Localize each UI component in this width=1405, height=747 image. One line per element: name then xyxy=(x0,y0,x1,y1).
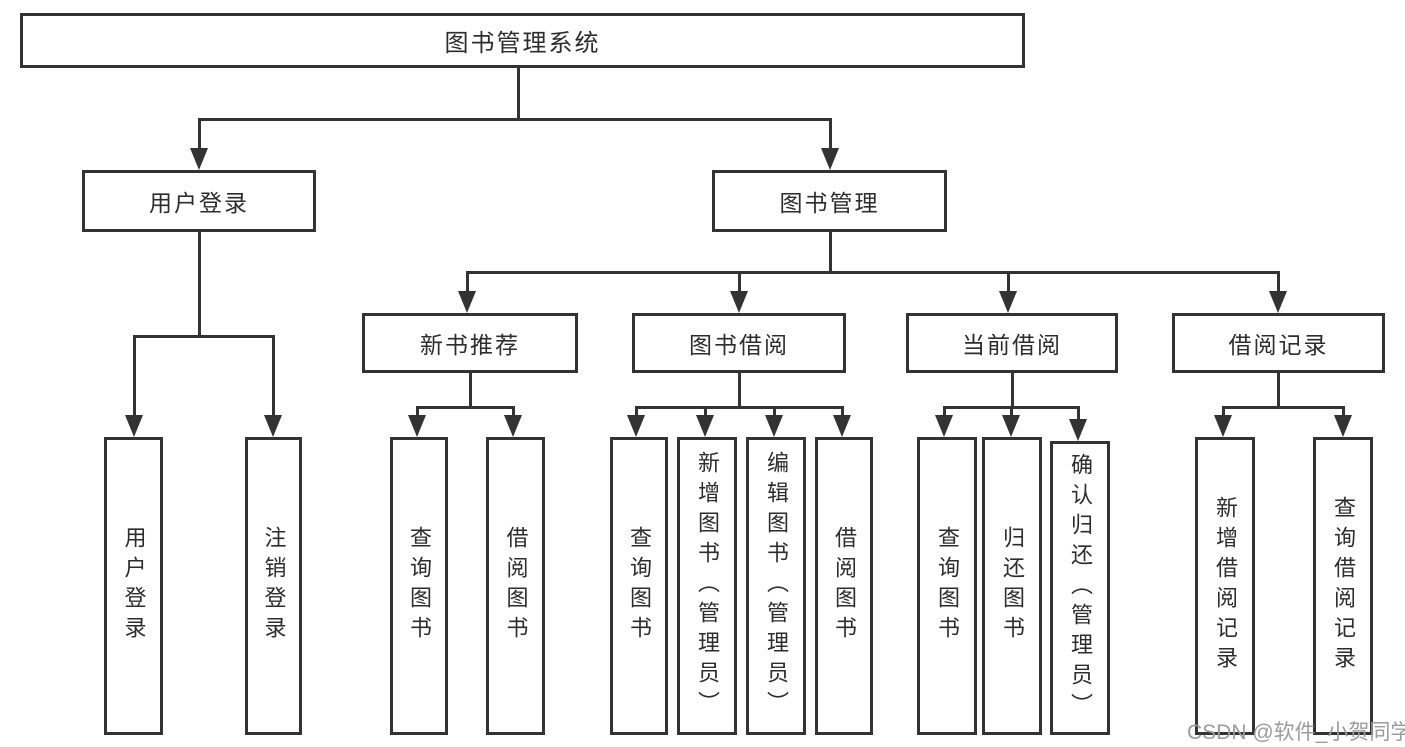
leaf-label: 用户登录 xyxy=(121,526,147,646)
leaf-label: 查询图书 xyxy=(627,526,652,646)
connector-vline xyxy=(1277,373,1280,409)
leaf-confirm-return-admin: 确认归还（管理员） xyxy=(1050,441,1110,735)
connector-vline xyxy=(466,271,469,295)
connector-vline xyxy=(738,373,741,409)
node-label: 当前借阅 xyxy=(962,332,1062,358)
arrowhead-icon xyxy=(264,415,282,437)
leaf-borrow-books: 借阅图书 xyxy=(815,437,873,735)
leaf-add-borrow-record: 新增借阅记录 xyxy=(1195,437,1255,735)
arrowhead-icon xyxy=(1334,415,1352,437)
leaf-logout: 注销登录 xyxy=(245,437,302,735)
leaf-query-borrow-record: 查询借阅记录 xyxy=(1313,437,1373,735)
connector-vline xyxy=(704,406,707,419)
leaf-add-books-admin: 新增图书（管理员） xyxy=(677,437,737,735)
connector-vline xyxy=(738,271,741,295)
node-label: 用户登录 xyxy=(149,190,249,216)
connector-vline xyxy=(773,406,776,419)
connector-vline xyxy=(1007,271,1010,295)
arrowhead-icon xyxy=(627,415,645,437)
connector-vline xyxy=(829,118,832,152)
connector-vline xyxy=(1011,373,1014,409)
connector-vline xyxy=(133,335,136,419)
node-new-book-recommend: 新书推荐 xyxy=(362,313,578,373)
leaf-return-books: 归还图书 xyxy=(982,437,1042,735)
leaf-label: 借阅图书 xyxy=(832,526,857,646)
arrowhead-icon xyxy=(730,291,748,313)
arrowhead-icon xyxy=(833,415,851,437)
leaf-edit-books-admin: 编辑图书（管理员） xyxy=(746,437,806,735)
arrowhead-icon xyxy=(190,148,208,170)
arrowhead-icon xyxy=(935,415,953,437)
connector-hline xyxy=(466,271,1280,274)
connector-hline xyxy=(1223,406,1345,409)
connector-hline xyxy=(198,118,832,121)
connector-vline xyxy=(1010,406,1013,419)
connector-vline xyxy=(841,406,844,419)
node-label: 图书管理系统 xyxy=(444,30,601,57)
arrowhead-icon xyxy=(765,415,783,437)
node-borrow-records: 借阅记录 xyxy=(1172,313,1385,373)
connector-vline xyxy=(635,406,638,419)
leaf-user-login: 用户登录 xyxy=(104,437,163,735)
arrowhead-icon xyxy=(1269,291,1287,313)
arrowhead-icon xyxy=(696,415,714,437)
leaf-label: 归还图书 xyxy=(1000,526,1025,646)
node-label: 借阅记录 xyxy=(1228,332,1329,358)
node-label: 图书管理 xyxy=(779,190,880,216)
arrowhead-icon xyxy=(821,148,839,170)
leaf-label: 借阅图书 xyxy=(503,526,529,646)
connector-hline xyxy=(417,406,515,409)
leaf-label: 查询借阅记录 xyxy=(1331,496,1356,676)
node-label: 新书推荐 xyxy=(420,332,520,358)
arrowhead-icon xyxy=(504,415,522,437)
connector-vline xyxy=(829,232,832,274)
leaf-label: 编辑图书（管理员） xyxy=(764,451,789,721)
connector-hline xyxy=(133,335,275,338)
leaf-label: 查询图书 xyxy=(935,526,960,646)
leaf-query-books-borrow: 查询图书 xyxy=(610,437,668,735)
arrowhead-icon xyxy=(999,291,1017,313)
connector-vline xyxy=(517,68,520,121)
leaf-label: 注销登录 xyxy=(261,526,287,646)
connector-hline xyxy=(636,406,844,409)
node-label: 图书借阅 xyxy=(689,332,789,358)
connector-vline xyxy=(512,406,515,419)
arrowhead-icon xyxy=(458,291,476,313)
watermark: CSDN @软件_小贺同学 xyxy=(1187,721,1405,744)
leaf-borrow-books-recommend: 借阅图书 xyxy=(486,437,545,735)
leaf-label: 新增图书（管理员） xyxy=(695,451,720,721)
node-book-borrow: 图书借阅 xyxy=(632,313,846,373)
connector-vline xyxy=(1342,406,1345,419)
leaf-label: 新增借阅记录 xyxy=(1213,496,1238,676)
node-library-management-system: 图书管理系统 xyxy=(20,13,1025,68)
arrowhead-icon xyxy=(1069,419,1087,441)
arrowhead-icon xyxy=(1002,415,1020,437)
node-user-login: 用户登录 xyxy=(82,170,316,232)
connector-vline xyxy=(1222,406,1225,419)
arrowhead-icon xyxy=(408,415,426,437)
arrowhead-icon xyxy=(1214,415,1232,437)
node-book-management: 图书管理 xyxy=(712,170,947,232)
arrowhead-icon xyxy=(125,415,143,437)
connector-vline xyxy=(416,406,419,419)
connector-vline xyxy=(198,232,201,338)
connector-vline xyxy=(1077,406,1080,423)
leaf-label: 确认归还（管理员） xyxy=(1068,453,1093,723)
connector-vline xyxy=(943,406,946,419)
connector-vline xyxy=(272,335,275,419)
node-current-borrow: 当前借阅 xyxy=(906,313,1118,373)
connector-vline xyxy=(1277,271,1280,295)
connector-vline xyxy=(198,118,201,152)
leaf-query-books-current: 查询图书 xyxy=(917,437,977,735)
leaf-query-books-recommend: 查询图书 xyxy=(390,437,448,735)
leaf-label: 查询图书 xyxy=(407,526,432,646)
connector-vline xyxy=(469,373,472,409)
